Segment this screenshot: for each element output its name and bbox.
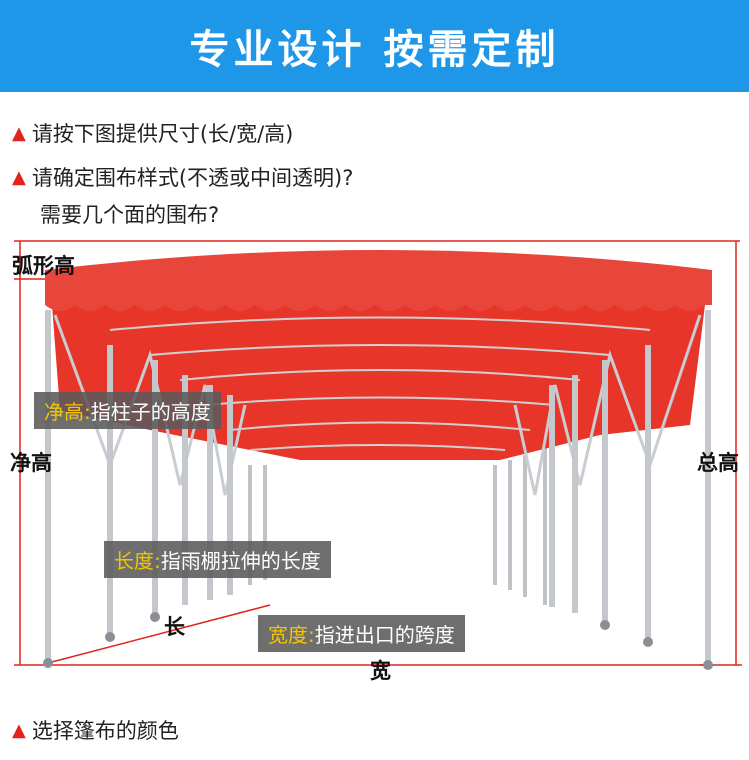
note-key: 宽度:	[268, 623, 315, 647]
note-key: 净高:	[44, 400, 91, 424]
length-label: 长	[164, 615, 185, 639]
bullet-size: ▲ 请按下图提供尺寸(长/宽/高)	[12, 118, 293, 148]
width-label: 宽	[370, 659, 391, 683]
title-banner: 专业设计 按需定制	[0, 0, 749, 92]
bullet-color-text: 选择篷布的颜色	[31, 719, 179, 743]
bullet-color: ▲ 选择篷布的颜色	[12, 715, 179, 745]
back-posts	[248, 447, 547, 605]
total-height-label: 总高	[697, 451, 739, 475]
clear-height-label: 净高	[10, 451, 52, 475]
note-width: 宽度:指进出口的跨度	[258, 615, 465, 652]
note-clear-height: 净高:指柱子的高度	[34, 392, 221, 429]
note-text: 指进出口的跨度	[314, 623, 455, 647]
bullet-style: ▲ 请确定围布样式(不透或中间透明)?	[12, 162, 353, 192]
triangle-icon: ▲	[12, 166, 26, 188]
post-wheels	[43, 612, 713, 670]
triangle-icon: ▲	[12, 122, 26, 144]
canopy-diagram: 弧形高 净高 总高 长 宽 净高:指柱子的高度 长度:指雨棚拉伸的长度 宽度:指…	[0, 235, 749, 695]
banner-title: 专业设计 按需定制	[189, 27, 560, 73]
note-text: 指雨棚拉伸的长度	[160, 549, 321, 573]
triangle-icon: ▲	[12, 719, 26, 741]
arc-height-label: 弧形高	[12, 254, 75, 278]
note-length: 长度:指雨棚拉伸的长度	[104, 541, 331, 578]
note-key: 长度:	[114, 549, 161, 573]
canopy-roof	[45, 250, 712, 305]
roof-ribs	[109, 316, 651, 451]
bullet-faces-text: 需要几个面的围布?	[40, 203, 220, 227]
bullet-size-text: 请按下图提供尺寸(长/宽/高)	[31, 122, 294, 146]
bullet-style-text: 请确定围布样式(不透或中间透明)?	[31, 166, 354, 190]
note-text: 指柱子的高度	[90, 400, 211, 424]
canopy-valance	[45, 305, 712, 311]
